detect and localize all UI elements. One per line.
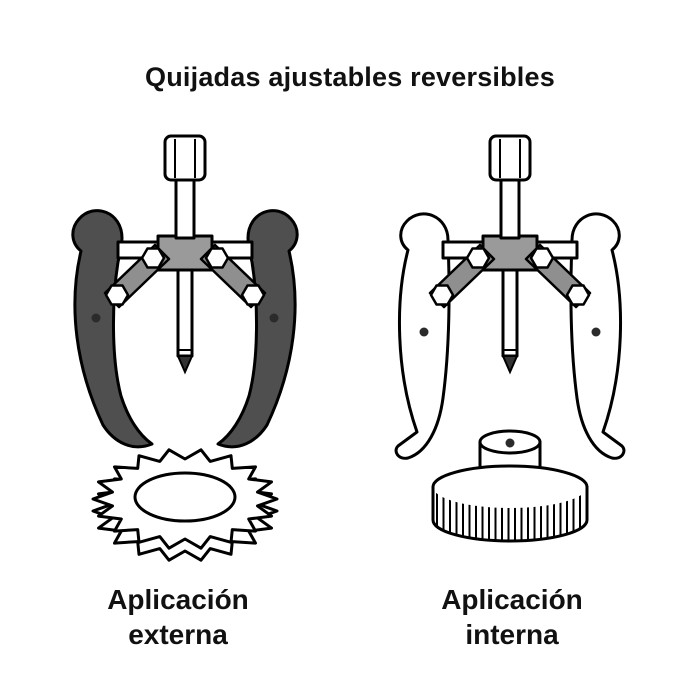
caption-external: Aplicación externa (107, 584, 249, 650)
page-title: Quijadas ajustables reversibles (145, 62, 555, 92)
spur-gear-illustration (91, 448, 279, 562)
knurled-bearing-illustration (431, 429, 589, 543)
external-puller-figure (71, 134, 299, 449)
internal-puller-figure (394, 134, 626, 460)
caption-internal: Aplicación interna (441, 584, 583, 650)
